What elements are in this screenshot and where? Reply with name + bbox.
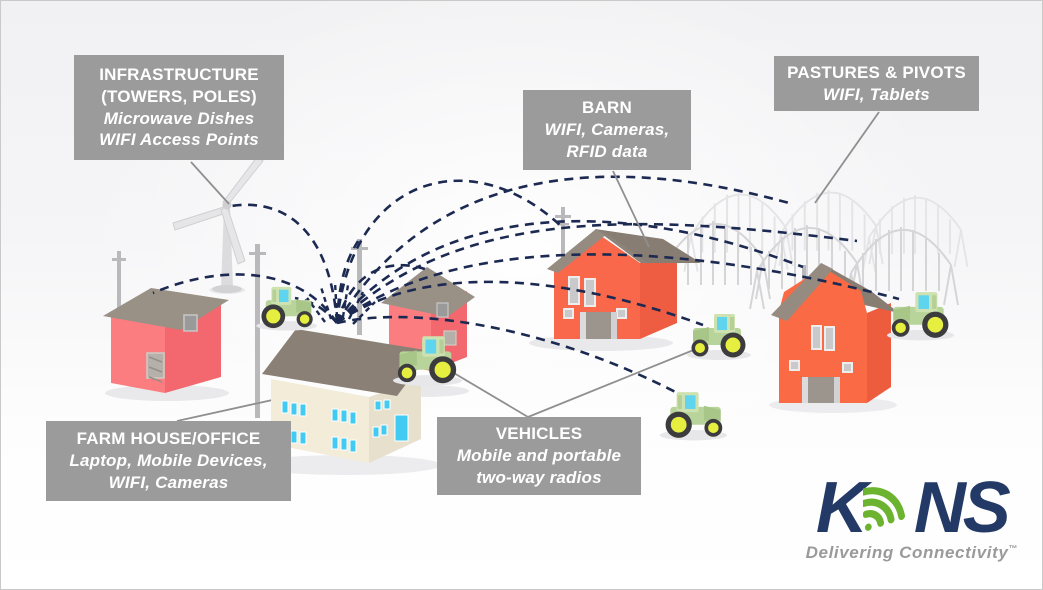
callout-subtitle-line2: two-way radios [476, 467, 602, 487]
kns-wordmark: K NS [806, 467, 1018, 548]
trademark-symbol: ™ [1008, 543, 1018, 554]
callout-subtitle-line2: WIFI Access Points [99, 130, 259, 150]
callout-pastures-pivots: PASTURES & PIVOTS WIFI, Tablets [774, 56, 979, 111]
callout-title-line2: (TOWERS, POLES) [101, 86, 257, 106]
kns-logo: K NS Delivering Connectivity™ [805, 467, 1018, 563]
callout-title: FARM HOUSE/OFFICE [76, 429, 261, 449]
callout-subtitle: WIFI, Cameras, [544, 120, 670, 140]
callout-subtitle: WIFI, Tablets [823, 84, 930, 104]
wireless-signal-icon [862, 487, 905, 531]
callout-infrastructure: INFRASTRUCTURE (TOWERS, POLES) Microwave… [74, 55, 284, 160]
callout-title: INFRASTRUCTURE [99, 64, 259, 84]
callout-subtitle: Mobile and portable [456, 446, 622, 466]
callout-title: BARN [582, 98, 632, 118]
wireless-dashed-links [152, 175, 900, 399]
hub-burst-rays [306, 281, 376, 325]
callout-barn: BARN WIFI, Cameras, RFID data [523, 90, 691, 170]
logo-letter-k: K [815, 467, 868, 548]
callout-subtitle: Laptop, Mobile Devices, [69, 451, 268, 471]
callout-title: PASTURES & PIVOTS [787, 62, 966, 82]
logo-tagline: Delivering Connectivity™ [805, 543, 1018, 562]
farm-house-icon [262, 329, 431, 463]
callout-subtitle-line2: WIFI, Cameras [108, 472, 229, 492]
callout-vehicles: VEHICLES Mobile and portable two-way rad… [437, 417, 641, 495]
wind-turbine-icon [172, 156, 264, 293]
small-pink-house-icon [103, 288, 229, 393]
right-barn-icon [771, 263, 899, 403]
logo-letters-ns: NS [913, 467, 1011, 548]
callout-subtitle-line2: RFID data [566, 141, 648, 161]
callout-farm-house-office: FARM HOUSE/OFFICE Laptop, Mobile Devices… [46, 421, 291, 501]
callout-subtitle: Microwave Dishes [103, 108, 255, 128]
callout-title: VEHICLES [495, 424, 583, 444]
